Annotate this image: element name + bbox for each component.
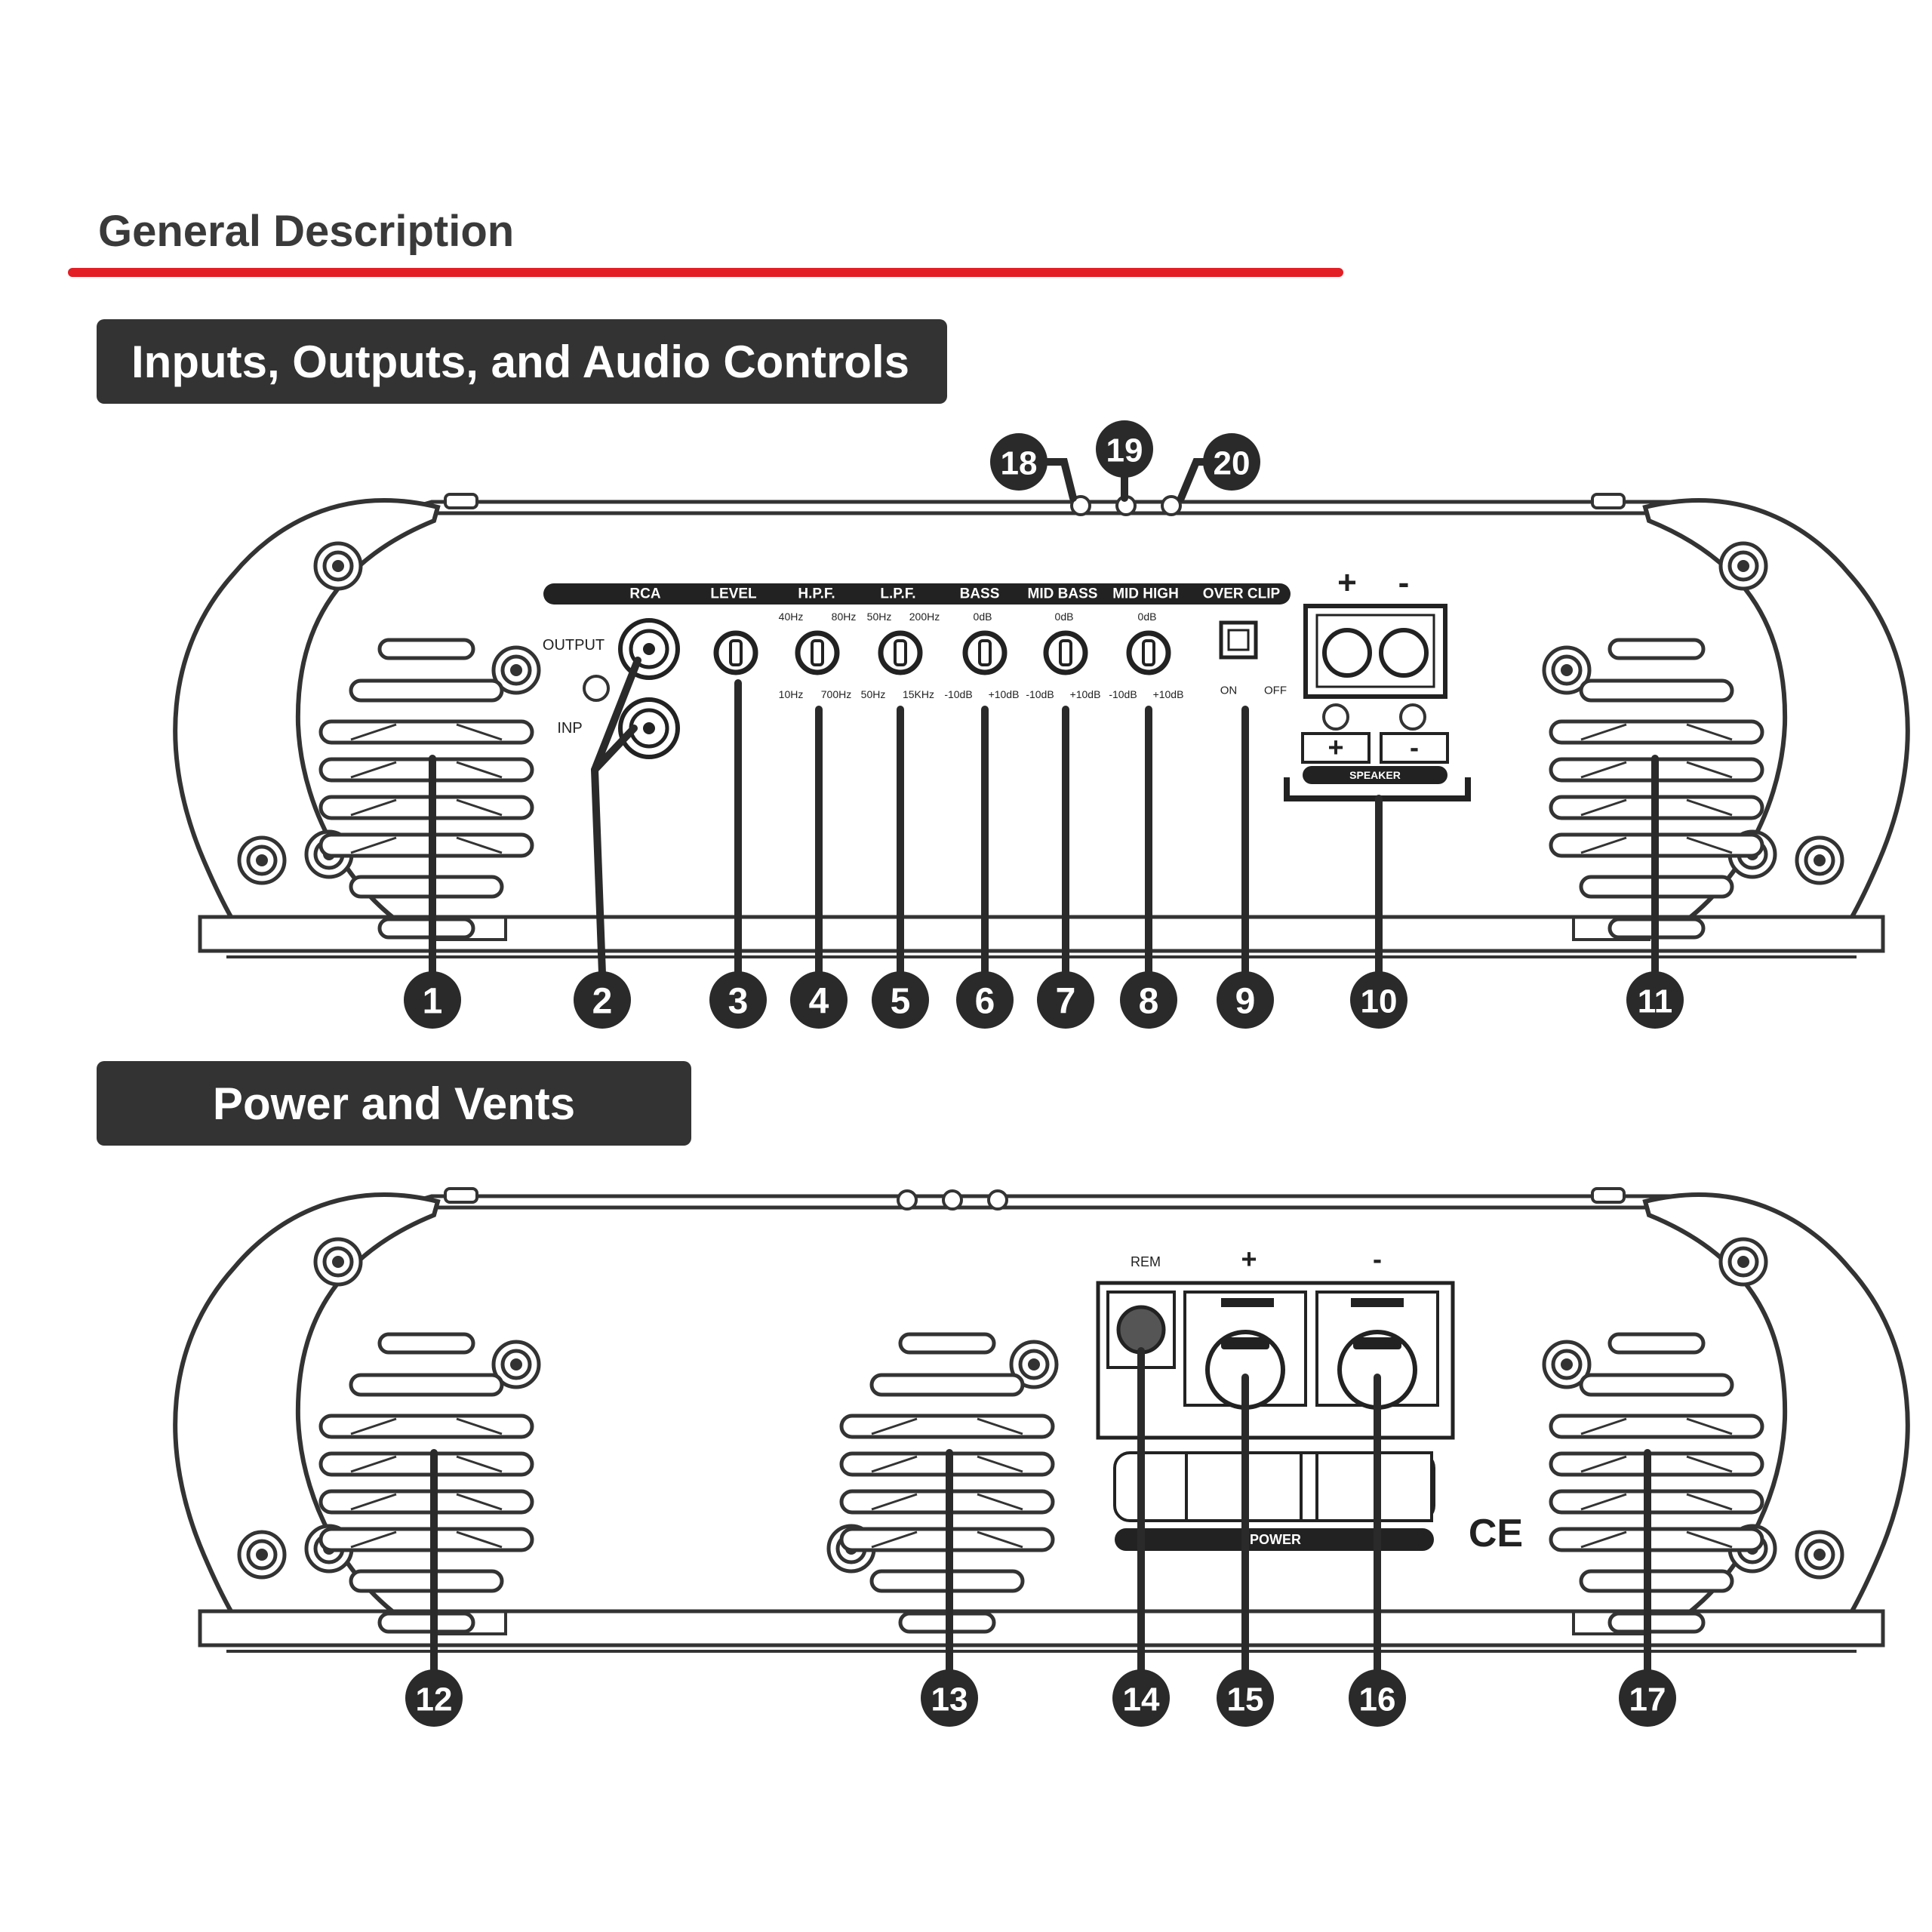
strip-label-rca: RCA: [629, 586, 660, 602]
callout-20: 20: [1214, 445, 1251, 482]
title-underline: [68, 268, 1343, 277]
lpf-bottom-left: 50Hz: [861, 688, 886, 700]
strip-label-midhigh: MID HIGH: [1112, 586, 1179, 602]
callout-18: 18: [1001, 445, 1038, 482]
rem-label: REM: [1131, 1254, 1161, 1269]
bottom-panel: REM + - POWER CE: [173, 1187, 1910, 1675]
speaker-label: SPEAKER: [1349, 769, 1401, 781]
lpf-top-left: 50Hz: [867, 611, 892, 623]
midhigh-top: 0dB: [1138, 611, 1157, 623]
rca-input-jack[interactable]: [618, 697, 680, 759]
ce-mark: CE: [1469, 1512, 1523, 1555]
bass-bottom-right: +10dB: [989, 688, 1020, 700]
callout-16: 16: [1359, 1681, 1396, 1718]
callout-8: 8: [1139, 982, 1159, 1022]
midhigh-bottom-right: +10dB: [1153, 688, 1184, 700]
callout-1: 1: [423, 982, 443, 1022]
hpf-top-left: 40Hz: [779, 611, 804, 623]
strip-label-midbass: MID BASS: [1028, 586, 1098, 602]
speaker-terminal-block[interactable]: [1303, 604, 1447, 699]
callout-13: 13: [931, 1681, 968, 1718]
callout-5: 5: [891, 982, 911, 1022]
hpf-top-right: 80Hz: [832, 611, 857, 623]
midbass-bottom-right: +10dB: [1070, 688, 1101, 700]
midbass-bottom-left: -10dB: [1026, 688, 1054, 700]
strip-label-overclip: OVER CLIP: [1203, 586, 1281, 602]
level-knob[interactable]: [716, 633, 755, 672]
top-panel: RCA LEVEL H.P.F. L.P.F. BASS MID BASS MI…: [173, 458, 1910, 977]
callout-9: 9: [1235, 982, 1256, 1022]
midbass-knob[interactable]: [1046, 633, 1085, 672]
power-minus-label: -: [1373, 1244, 1382, 1275]
rca-output-label: OUTPUT: [543, 637, 605, 654]
rca-input-label: INP: [557, 720, 582, 737]
overclip-off-label: OFF: [1264, 685, 1287, 697]
overclip-on-label: ON: [1220, 685, 1238, 697]
bass-top: 0dB: [974, 611, 992, 623]
callout-3: 3: [728, 982, 749, 1022]
callout-6: 6: [975, 982, 995, 1022]
speaker-minus-top: -: [1398, 565, 1410, 601]
section-header-power: Power and Vents: [97, 1061, 691, 1146]
speaker-plus-top: +: [1337, 565, 1357, 601]
section-header-io: Inputs, Outputs, and Audio Controls: [97, 319, 947, 404]
callout-19: 19: [1106, 432, 1143, 469]
strip-label-bass: BASS: [960, 586, 1000, 602]
hpf-bottom-left: 10Hz: [779, 688, 804, 700]
hpf-bottom-right: 700Hz: [821, 688, 851, 700]
page-title: General Description: [98, 207, 515, 256]
midbass-top: 0dB: [1055, 611, 1074, 623]
hpf-knob[interactable]: [798, 633, 837, 672]
rca-output-jack[interactable]: [618, 618, 680, 680]
power-plus-label: +: [1241, 1244, 1257, 1275]
callout-17: 17: [1629, 1681, 1666, 1718]
callout-4: 4: [809, 982, 829, 1022]
midhigh-bottom-left: -10dB: [1109, 688, 1137, 700]
power-label: POWER: [1250, 1532, 1301, 1547]
callout-12: 12: [416, 1681, 453, 1718]
strip-label-hpf: H.P.F.: [798, 586, 835, 602]
callout-2: 2: [592, 982, 613, 1022]
strip-label-lpf: L.P.F.: [880, 586, 915, 602]
strip-label-level: LEVEL: [710, 586, 757, 602]
lpf-knob[interactable]: [881, 633, 920, 672]
callout-10: 10: [1361, 983, 1398, 1020]
callout-14: 14: [1123, 1681, 1160, 1718]
lpf-bottom-right: 15KHz: [903, 688, 934, 700]
bass-knob[interactable]: [965, 633, 1004, 672]
speaker-plus-bottom: +: [1327, 732, 1343, 763]
power-terminal-block[interactable]: [1096, 1281, 1455, 1440]
callout-7: 7: [1056, 982, 1076, 1022]
midhigh-knob[interactable]: [1129, 633, 1168, 672]
callout-11: 11: [1638, 983, 1673, 1020]
callout-15: 15: [1227, 1681, 1264, 1718]
lpf-top-right: 200Hz: [909, 611, 940, 623]
bass-bottom-left: -10dB: [944, 688, 972, 700]
speaker-minus-bottom: -: [1410, 732, 1419, 763]
